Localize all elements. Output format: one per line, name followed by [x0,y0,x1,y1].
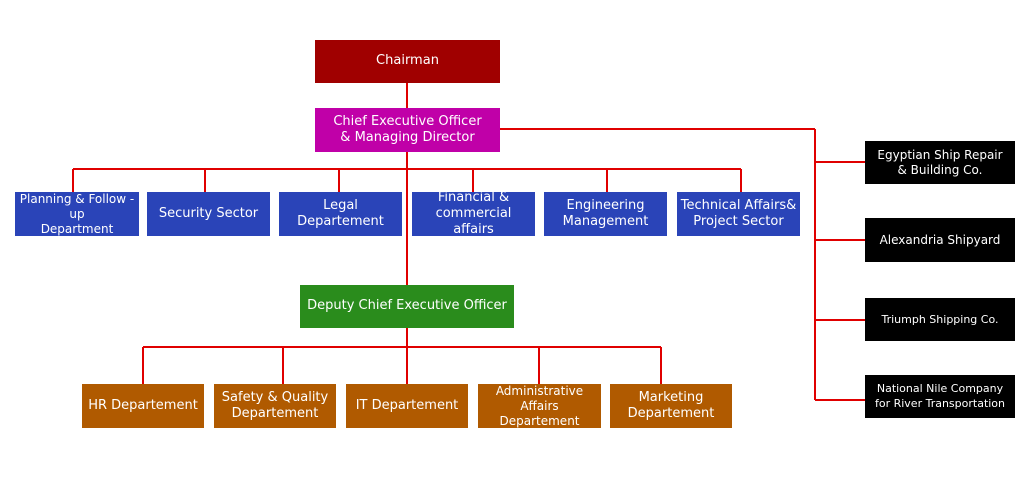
company-label: National Nile Company for River Transpor… [874,381,1006,410]
sub-department-box-safety: Safety & Quality Departement [214,384,336,428]
ceo-box: Chief Executive Officer & Managing Direc… [315,108,500,152]
deputy-label: Deputy Chief Executive Officer [307,298,507,314]
department-box-security: Security Sector [147,192,270,236]
sub-department-label: HR Departement [88,397,198,413]
department-box-legal: Legal Departement [279,192,402,236]
company-box-alexandria-shipyard: Alexandria Shipyard [865,218,1015,262]
deputy-box: Deputy Chief Executive Officer [300,285,514,328]
department-box-financial: Financial & commercial affairs [412,189,535,238]
department-box-planning: Planning & Follow -up Department [15,192,139,236]
department-label: Planning & Follow -up Department [19,191,135,236]
sub-department-label: IT Departement [355,397,459,413]
company-label: Triumph Shipping Co. [881,312,999,326]
company-box-national-nile: National Nile Company for River Transpor… [865,375,1015,418]
department-box-engineering: Engineering Management [544,192,667,236]
sub-department-box-administrative: Administrative Affairs Departement [478,384,601,428]
ceo-label: Chief Executive Officer & Managing Direc… [333,113,482,145]
company-label: Alexandria Shipyard [879,232,1001,247]
sub-department-label: Marketing Departement [627,389,715,421]
sub-department-box-it: IT Departement [346,384,468,428]
department-label: Security Sector [158,205,259,221]
department-box-technical: Technical Affairs& Project Sector [677,192,800,236]
sub-department-label: Administrative Affairs Departement [495,383,584,428]
sub-department-label: Safety & Quality Departement [221,389,329,421]
department-label: Engineering Management [562,197,649,229]
department-label: Financial & commercial affairs [435,189,512,238]
chairman-box: Chairman [315,40,500,83]
chairman-label: Chairman [376,53,439,69]
company-box-egyptian-ship-repair: Egyptian Ship Repair & Building Co. [865,141,1015,184]
sub-department-box-marketing: Marketing Departement [610,384,732,428]
department-label: Technical Affairs& Project Sector [680,197,797,229]
sub-department-box-hr: HR Departement [82,384,204,428]
company-box-triumph-shipping: Triumph Shipping Co. [865,298,1015,341]
department-label: Legal Departement [297,197,384,229]
company-label: Egyptian Ship Repair & Building Co. [877,147,1003,177]
